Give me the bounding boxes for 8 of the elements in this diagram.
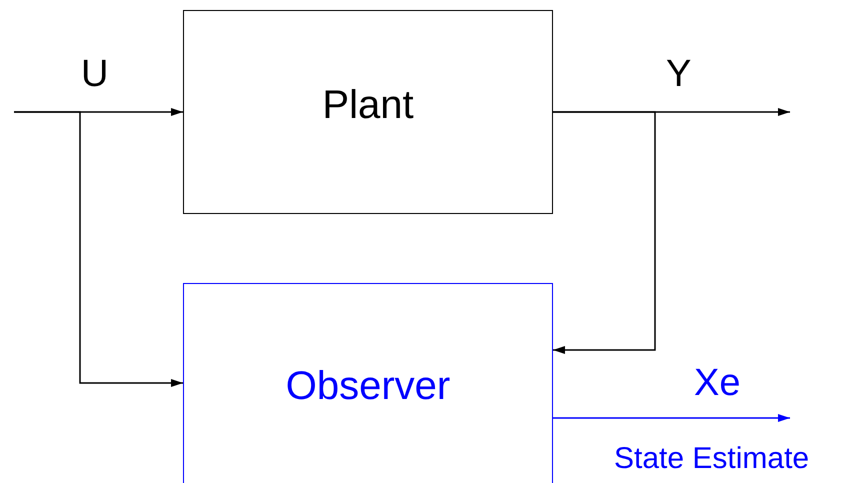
box-title: Plant: [321, 83, 415, 128]
box-title: Observer: [284, 364, 452, 409]
arrow: [14, 111, 183, 387]
caption-text: State Estimate: [614, 444, 810, 474]
observer-box: [183, 283, 553, 483]
process-box: [183, 10, 553, 214]
arrow: [553, 111, 656, 354]
arrow: [553, 414, 790, 422]
